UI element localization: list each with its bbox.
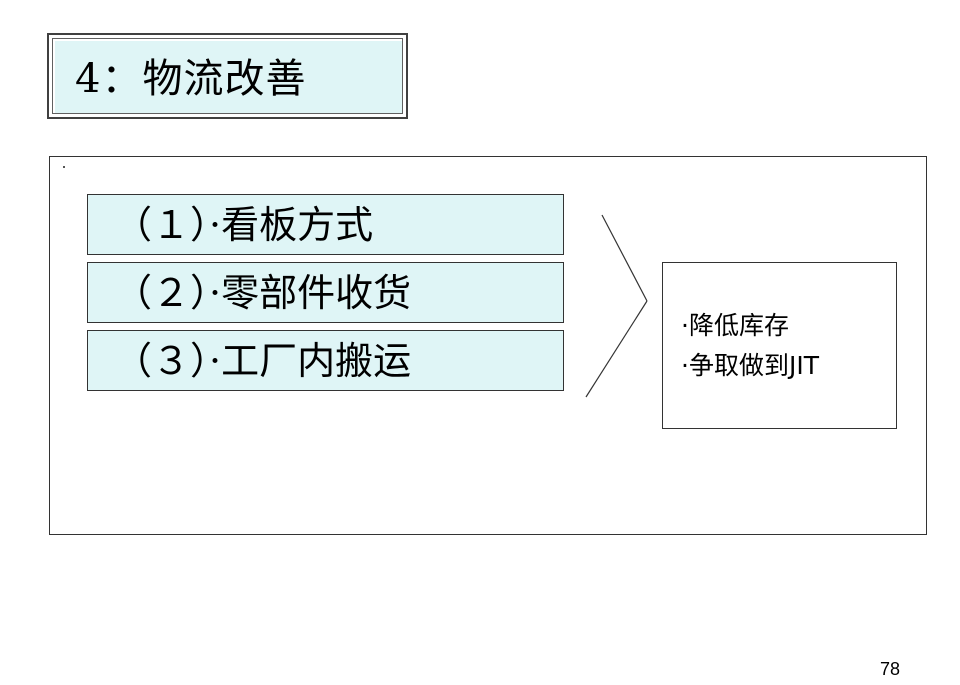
- item-factory-transport: （３）·工厂内搬运: [87, 330, 564, 391]
- result-box: ·降低库存 ·争取做到JIT: [662, 262, 897, 429]
- item-kanban: （１）·看板方式: [87, 194, 564, 255]
- slide-title-box: 4：物流改善: [47, 33, 408, 119]
- slide-title: 4：物流改善: [75, 56, 307, 102]
- item-label: （３）·工厂内搬运: [114, 339, 412, 383]
- result-achieve-jit: ·争取做到JIT: [681, 351, 819, 380]
- slide-title-panel: 4：物流改善: [52, 38, 403, 114]
- content-frame: [49, 156, 927, 535]
- corner-dot: [63, 166, 65, 168]
- arrow-bracket-icon: [585, 214, 648, 398]
- result-reduce-inventory: ·降低库存: [681, 311, 789, 340]
- item-label: （１）·看板方式: [114, 203, 374, 247]
- page-number: 78: [880, 659, 901, 679]
- item-parts-receiving: （２）·零部件收货: [87, 262, 564, 323]
- item-label: （２）·零部件收货: [114, 271, 412, 315]
